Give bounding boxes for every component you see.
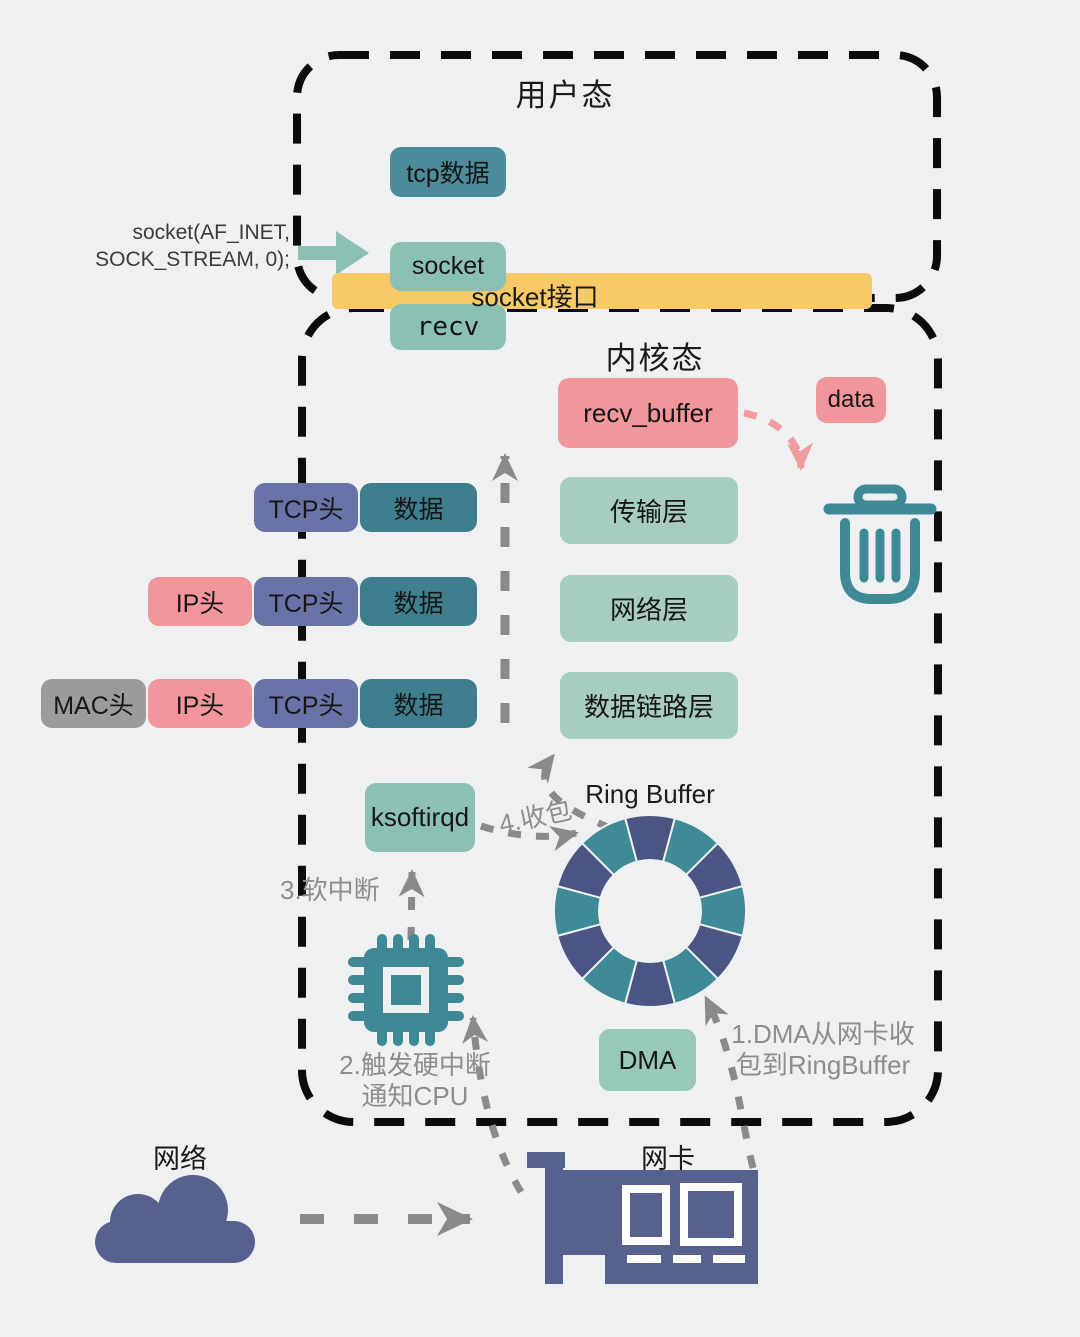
network-cloud-icon — [95, 1175, 255, 1263]
syscall-line1: socket(AF_INET, — [132, 221, 290, 244]
syscall-text: socket(AF_INET, SOCK_STREAM, 0); — [90, 219, 290, 273]
cpu-to-ksoftirqd-arrow — [398, 869, 425, 941]
step3-label: 3.软中断 — [280, 875, 380, 905]
packet-row1-tcp-header: TCP头 — [254, 483, 358, 532]
socket-interface-label: socket接口 — [471, 282, 599, 312]
transport-layer-box: 传输层 — [560, 477, 738, 544]
packet-row3-mac-header: MAC头 — [41, 679, 146, 728]
user-space-title: 用户态 — [515, 78, 615, 113]
ring-buffer-segment — [580, 817, 639, 877]
packet-row1-data: 数据 — [360, 483, 477, 532]
ring-buffer-donut — [553, 814, 747, 1008]
step2-label: 2.触发硬中断 通知CPU — [325, 1050, 505, 1112]
packet-row3-ip-header: IP头 — [148, 679, 252, 728]
recvbuffer-to-trash-arrow — [743, 409, 814, 471]
recv-buffer-box: recv_buffer — [558, 378, 738, 448]
socket-box: socket — [390, 242, 506, 291]
step2-line2: 通知CPU — [361, 1081, 469, 1111]
packet-row3-data: 数据 — [360, 679, 477, 728]
step1-label: 1.DMA从网卡收 包到RingBuffer — [722, 1019, 924, 1081]
dma-box: DMA — [599, 1029, 696, 1091]
kernel-space-title: 内核态 — [605, 341, 705, 376]
packet-row3-tcp-header: TCP头 — [254, 679, 358, 728]
nic-label: 网卡 — [641, 1144, 695, 1174]
packet-row2-data: 数据 — [360, 577, 477, 626]
nic-to-ringbuffer-dma-arrow — [702, 995, 757, 1169]
syscall-arrow-icon — [298, 231, 369, 275]
recv-box: recv — [390, 304, 506, 350]
packet-row2-ip-header: IP头 — [148, 577, 252, 626]
packet-row2-tcp-header: TCP头 — [254, 577, 358, 626]
cpu-chip-icon — [348, 934, 464, 1046]
nic-to-cpu-interrupt-arrow — [462, 1015, 525, 1194]
trash-icon — [823, 484, 937, 604]
data-box: data — [816, 377, 886, 423]
network-card-icon — [527, 1152, 758, 1284]
network-label: 网络 — [153, 1144, 207, 1174]
ksoftirqd-to-ringbuffer-arrow — [479, 822, 579, 852]
syscall-line2: SOCK_STREAM, 0); — [95, 248, 290, 271]
step1-line1: 1.DMA从网卡收 — [731, 1019, 915, 1049]
step2-line1: 2.触发硬中断 — [339, 1050, 491, 1080]
ksoftirqd-box: ksoftirqd — [365, 783, 475, 852]
tcp-data-box: tcp数据 — [390, 147, 506, 197]
datalink-layer-box: 数据链路层 — [560, 672, 738, 739]
step1-line2: 包到RingBuffer — [735, 1050, 911, 1080]
ring-buffer-title: Ring Buffer — [585, 779, 715, 809]
network-layer-box: 网络层 — [560, 575, 738, 642]
